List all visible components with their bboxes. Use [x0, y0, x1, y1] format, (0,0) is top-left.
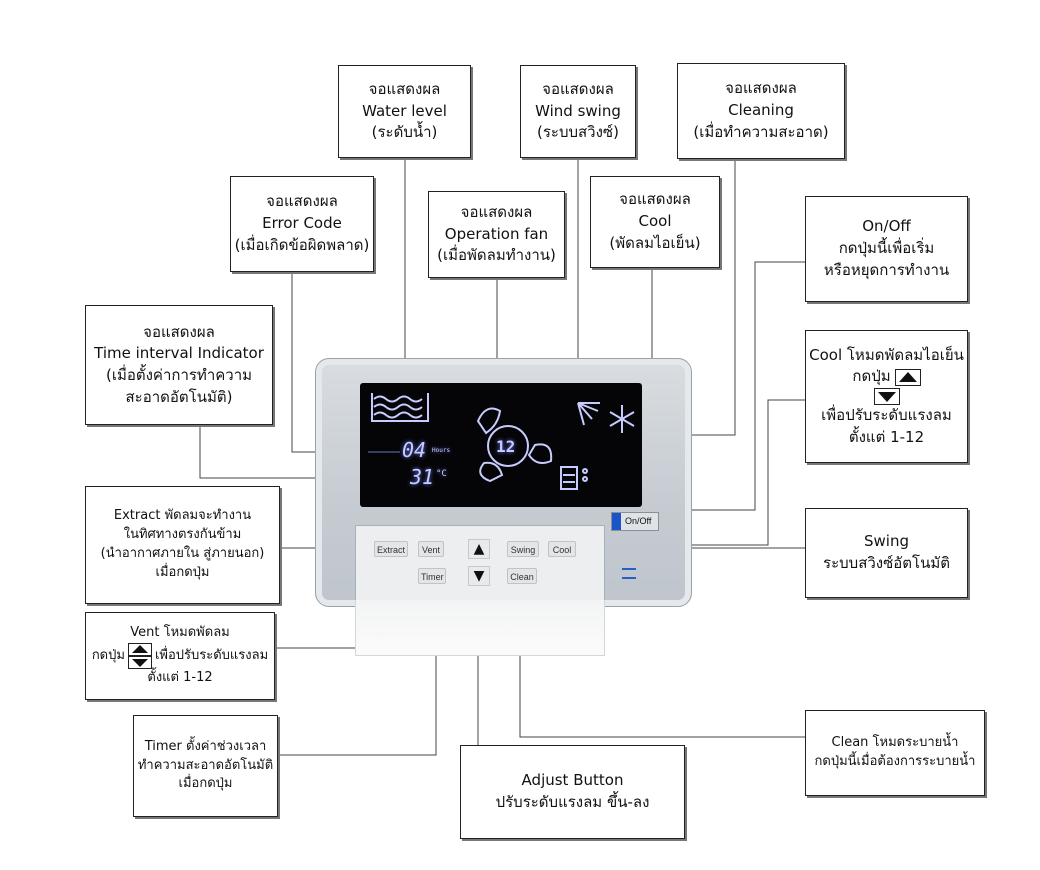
- callout-desc: (เมื่อพัดลมทำงาน): [437, 246, 556, 265]
- cool-button[interactable]: Cool: [548, 541, 576, 557]
- callout-onoff: On/Off กดปุ่มนี้เพื่อเริ่ม หรือหยุดการทำ…: [805, 196, 968, 302]
- down-arrow-icon: [873, 388, 900, 405]
- callout-operation-fan: จอแสดงผล Operation fan (เมื่อพัดลมทำงาน): [428, 191, 565, 278]
- hours-value: 04: [402, 438, 427, 462]
- callout-desc: (พัดลมไอเย็น): [609, 233, 701, 252]
- callout-desc: ทำความสะอาดอัตโนมัติ: [137, 757, 274, 773]
- snowflake-icon: [609, 405, 635, 433]
- callout-desc: ระบบสวิงซ์อัตโนมัติ: [823, 554, 950, 572]
- callout-desc: ในทิศทางตรงกันข้าม: [123, 527, 242, 543]
- callout-time-interval: จอแสดงผล Time interval Indicator (เมื่อต…: [85, 305, 273, 425]
- callout-title: Adjust Button: [521, 771, 624, 790]
- callout-label: Cleaning: [728, 101, 794, 120]
- callout-title: Timer ตั้งค่าช่วงเวลา: [144, 738, 267, 754]
- callout-cool-mode: Cool โหมดพัดลมไอเย็น กดปุ่ม เพื่อปรับระด…: [805, 330, 968, 463]
- onoff-label: On/Off: [625, 516, 652, 526]
- callout-title: จอแสดงผล: [266, 192, 338, 211]
- callout-label: Cool: [638, 212, 672, 231]
- swing-button[interactable]: Swing: [507, 541, 539, 557]
- callout-desc: (เมื่อทำความสะอาด): [693, 122, 829, 141]
- callout-label: Water level: [362, 101, 447, 120]
- callout-vent: Vent โหมดพัดลม กดปุ่ม เพื่อปรับระดับแรงล…: [85, 612, 275, 700]
- callout-desc: ตั้งแต่ 1-12: [147, 670, 213, 685]
- callout-desc-text: กดปุ่ม: [852, 367, 891, 386]
- callout-title: จอแสดงผล: [619, 190, 691, 209]
- callout-desc: กดปุ่ม: [852, 366, 921, 388]
- power-indicator: [612, 513, 621, 530]
- lcd-screen: 12 04 Hours 31 °C: [360, 383, 642, 507]
- callout-desc: กดปุ่ม เพื่อปรับระดับแรงลม: [92, 643, 268, 669]
- clean-button[interactable]: Clean: [507, 568, 537, 584]
- callout-desc: (เมื่อตั้งค่าการทำความ: [105, 366, 253, 384]
- extract-button[interactable]: Extract: [374, 541, 408, 557]
- callout-desc: เพื่อปรับระดับแรงลม: [821, 406, 952, 424]
- callout-title: Vent โหมดพัดลม: [130, 625, 230, 641]
- callout-label: Time interval Indicator: [94, 344, 264, 363]
- temperature-value: 31: [410, 465, 435, 489]
- callout-desc: หรือหยุดการทำงาน: [823, 260, 950, 279]
- cover-flap: [355, 600, 605, 656]
- callout-adjust: Adjust Button ปรับระดับแรงลม ขึ้น-ลง: [460, 745, 685, 839]
- callout-title: Clean โหมดระบายน้ำ: [831, 735, 959, 751]
- temperature-unit: °C: [436, 469, 447, 479]
- callout-label: Error Code: [262, 214, 342, 233]
- up-button[interactable]: ▲: [468, 539, 490, 559]
- callout-desc: (นำอากาศภายใน สู่ภายนอก): [100, 546, 265, 561]
- callout-desc: เมื่อกดปุ่ม: [155, 564, 210, 580]
- hours-unit: Hours: [432, 447, 451, 454]
- callout-label: Wind swing: [535, 101, 621, 120]
- lcd-icons: [368, 393, 635, 490]
- callout-error-code: จอแสดงผล Error Code (เมื่อเกิดข้อผิดพลาด…: [230, 176, 374, 272]
- callout-desc: (ระดับน้ำ): [371, 123, 438, 142]
- callout-desc: (เมื่อเกิดข้อผิดพลาด): [234, 235, 370, 254]
- onoff-button[interactable]: On/Off: [611, 512, 659, 531]
- callout-title: Cool โหมดพัดลมไอเย็น: [809, 345, 964, 364]
- callout-extract: Extract พัดลมจะทำงาน ในทิศทางตรงกันข้าม …: [85, 486, 280, 604]
- callout-cleaning: จอแสดงผล Cleaning (เมื่อทำความสะอาด): [677, 63, 845, 159]
- button-tray: [355, 525, 605, 603]
- callout-title: จอแสดงผล: [542, 79, 614, 98]
- callout-desc-text: กดปุ่ม: [91, 647, 125, 663]
- up-arrow-icon: [127, 643, 152, 656]
- callout-title: จอแสดงผล: [368, 79, 441, 98]
- callout-clean: Clean โหมดระบายน้ำ กดปุ่มนี้เมื่อต้องการ…: [805, 710, 985, 796]
- callout-title: Extract พัดลมจะทำงาน: [113, 508, 252, 524]
- water-level-icon: [371, 393, 429, 422]
- callout-title: จอแสดงผล: [143, 322, 215, 341]
- up-down-icon-pair: [127, 643, 152, 669]
- callout-label: Operation fan: [444, 224, 549, 243]
- down-arrow-icon: [127, 656, 152, 669]
- fan-speed-readout: 12: [496, 437, 516, 456]
- callout-cool-display: จอแสดงผล Cool (พัดลมไอเย็น): [590, 176, 720, 268]
- logo-mark: [622, 568, 636, 579]
- callout-title: จอแสดงผล: [460, 202, 533, 221]
- callout-title: On/Off: [862, 217, 911, 236]
- callout-timer: Timer ตั้งค่าช่วงเวลา ทำความสะอาดอัตโนมั…: [133, 715, 278, 817]
- callout-desc: ตั้งแต่ 1-12: [848, 427, 925, 446]
- callout-desc-text: เพื่อปรับระดับแรงลม: [154, 647, 269, 663]
- up-arrow-icon: [894, 368, 921, 386]
- cleaning-icon: [560, 466, 588, 490]
- callout-desc: เมื่อกดปุ่ม: [178, 776, 233, 792]
- callout-wind-swing: จอแสดงผล Wind swing (ระบบสวิงซ์): [520, 65, 636, 158]
- callout-title: จอแสดงผล: [725, 79, 797, 98]
- callout-desc: สะอาดอัตโนมัติ): [125, 387, 233, 406]
- callout-title: Swing: [864, 532, 909, 551]
- callout-swing: Swing ระบบสวิงซ์อัตโนมัติ: [805, 508, 968, 598]
- callout-desc: ปรับระดับแรงลม ขึ้น-ลง: [495, 793, 650, 811]
- swing-icon: [577, 402, 600, 426]
- down-button[interactable]: ▼: [468, 566, 490, 586]
- callout-desc: กดปุ่มนี้เมื่อต้องการระบายน้ำ: [814, 754, 976, 769]
- callout-desc: กดปุ่มนี้เพื่อเริ่ม: [838, 239, 935, 258]
- timer-button[interactable]: Timer: [418, 568, 446, 584]
- fan-icon: [476, 407, 553, 483]
- callout-desc: (ระบบสวิงซ์): [537, 123, 619, 142]
- callout-water-level: จอแสดงผล Water level (ระดับน้ำ): [338, 65, 471, 158]
- vent-button[interactable]: Vent: [418, 541, 444, 557]
